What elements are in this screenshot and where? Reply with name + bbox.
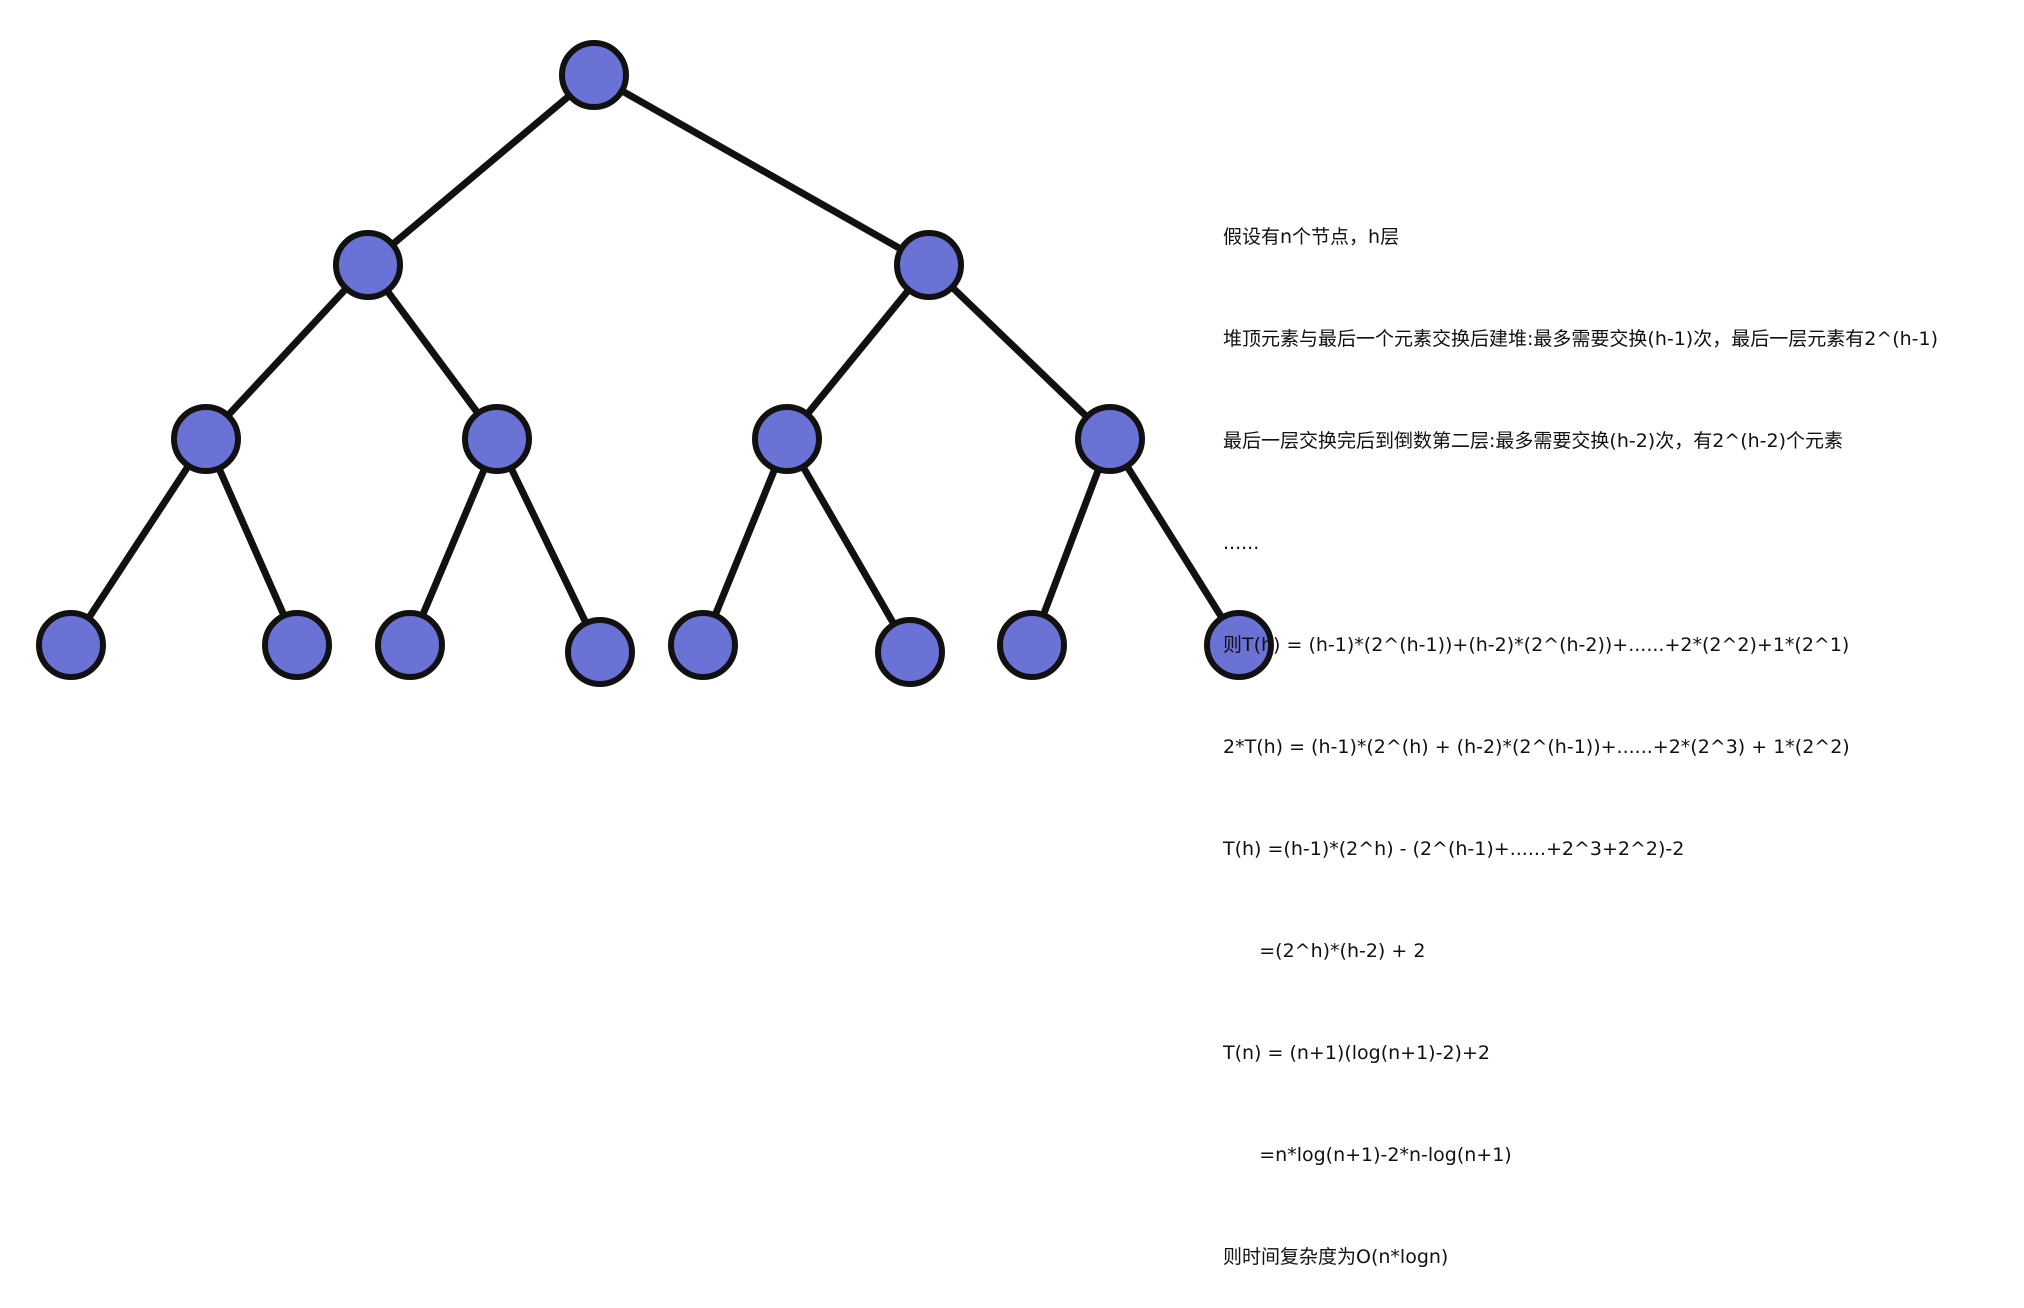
note-line: T(n) = (n+1)(log(n+1)-2)+2 (1223, 1042, 1490, 1064)
tree-node (997, 610, 1067, 680)
tree-edge (1028, 435, 1114, 649)
tree-node (752, 404, 822, 474)
binary-tree-diagram (36, 40, 1274, 687)
tree-node (375, 610, 445, 680)
tree-node (668, 610, 738, 680)
tree-edge (202, 261, 372, 443)
tree-edge (202, 435, 301, 649)
complexity-derivation-notes: 假设有n个节点，h层 堆顶元素与最后一个元素交换后建堆:最多需要交换(h-1)次… (1223, 152, 1938, 1308)
note-line: =n*log(n+1)-2*n-log(n+1) (1223, 1144, 1512, 1166)
tree-edge (925, 261, 1114, 443)
tree-edge (590, 71, 933, 269)
tree-node (36, 610, 106, 680)
tree-edge (67, 435, 210, 649)
tree-node (462, 404, 532, 474)
note-line: T(h) =(h-1)*(2^h) - (2^(h-1)+......+2^3+… (1223, 838, 1685, 860)
tree-edge (493, 435, 604, 656)
tree-edge (406, 435, 501, 649)
note-line: 则时间复杂度为O(n*logn) (1223, 1246, 1449, 1268)
note-line: 则T(h) = (h-1)*(2^(h-1))+(h-2)*(2^(h-2))+… (1223, 634, 1850, 656)
tree-node (1204, 610, 1274, 680)
note-line: 最后一层交换完后到倒数第二层:最多需要交换(h-2)次，有2^(h-2)个元素 (1223, 430, 1844, 452)
tree-edge (783, 261, 933, 443)
note-line: =(2^h)*(h-2) + 2 (1223, 940, 1426, 962)
note-line: 堆顶元素与最后一个元素交换后建堆:最多需要交换(h-1)次，最后一层元素有2^(… (1223, 328, 1939, 350)
note-line: ...... (1223, 532, 1260, 554)
tree-node (1075, 404, 1145, 474)
tree-node (565, 617, 635, 687)
tree-node (333, 230, 403, 300)
note-line: 假设有n个节点，h层 (1223, 226, 1400, 248)
tree-edge (364, 261, 501, 443)
tree-edge (1106, 435, 1243, 649)
tree-node (875, 617, 945, 687)
tree-edge (364, 71, 598, 269)
tree-edge (783, 435, 914, 656)
tree-node (171, 404, 241, 474)
tree-node (262, 610, 332, 680)
tree-node (894, 230, 964, 300)
tree-edge (699, 435, 791, 649)
tree-node (559, 40, 629, 110)
note-line: 2*T(h) = (h-1)*(2^(h) + (h-2)*(2^(h-1))+… (1223, 736, 1850, 758)
